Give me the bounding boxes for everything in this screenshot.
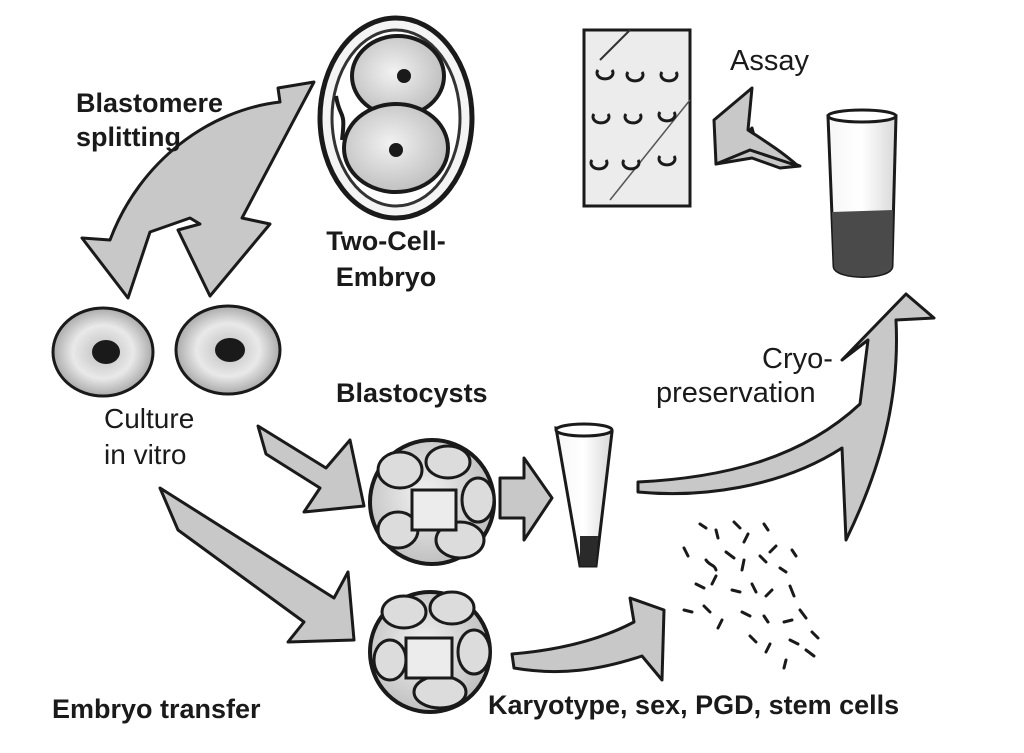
two-cell-embryo-illustration bbox=[317, 15, 475, 221]
chromosome-spread-illustration bbox=[682, 520, 820, 670]
label-blastocysts: Blastocysts bbox=[336, 378, 488, 408]
blastocyst-upper bbox=[368, 438, 496, 566]
straw-illustration bbox=[554, 422, 614, 568]
label-embryo-transfer: Embryo transfer bbox=[52, 694, 261, 724]
cultured-cell-right bbox=[174, 304, 282, 396]
blastocyst-lower bbox=[368, 590, 492, 714]
label-preservation: preservation bbox=[656, 377, 816, 409]
label-in-vitro: in vitro bbox=[104, 439, 186, 470]
label-culture: Culture bbox=[104, 403, 194, 434]
cryopreservation-arrow bbox=[636, 292, 936, 542]
culture-to-blastocysts-arrow bbox=[256, 424, 366, 514]
blastocyst-to-straw-arrow bbox=[498, 456, 554, 542]
label-cryo: Cryo- bbox=[762, 343, 833, 375]
label-assay: Assay bbox=[730, 45, 809, 77]
blastomere-splitting-arrow bbox=[80, 80, 316, 300]
embryo-to-karyotype-arrow bbox=[510, 596, 666, 682]
cultured-cell-left bbox=[51, 306, 155, 398]
assay-plate-illustration bbox=[582, 28, 692, 208]
label-splitting: splitting bbox=[76, 122, 181, 152]
label-two-cell: Two-Cell- bbox=[326, 226, 445, 256]
cryo-tube-illustration bbox=[826, 108, 898, 278]
label-karyotype: Karyotype, sex, PGD, stem cells bbox=[488, 690, 899, 720]
assay-arrow-body bbox=[712, 86, 800, 168]
label-blastomere: Blastomere bbox=[76, 88, 223, 118]
culture-to-transfer-arrow bbox=[158, 486, 356, 644]
label-embryo: Embryo bbox=[336, 262, 437, 292]
